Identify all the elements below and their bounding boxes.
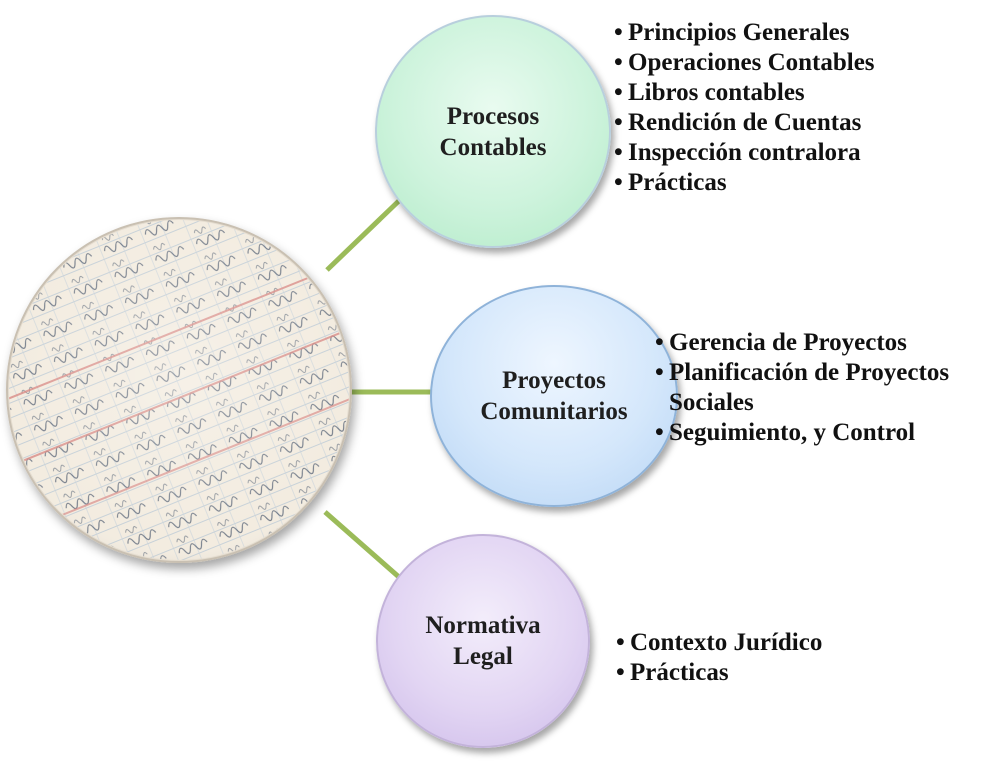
list-item: Gerencia de Proyectos	[655, 328, 949, 358]
list-item: Libros contables	[614, 78, 875, 108]
list-item: Operaciones Contables	[614, 48, 875, 78]
node-label-line1: Proyectos	[502, 367, 606, 394]
list-item: Inspección contralora	[614, 138, 875, 168]
node-procesos-contables: Procesos Contables	[375, 15, 611, 248]
list-item: Planificación de Proyectos	[655, 358, 949, 388]
node-proyectos-comunitarios: Proyectos Comunitarios	[430, 285, 678, 507]
list-item: Prácticas	[616, 658, 822, 688]
node-label-line2: Contables	[439, 133, 547, 161]
proyectos-topic-list: Gerencia de Proyectos Planificación de P…	[655, 328, 949, 448]
node-label-line1: Procesos	[446, 102, 540, 130]
procesos-topic-list: Principios Generales Operaciones Contabl…	[614, 18, 875, 198]
connector-procesos	[325, 193, 407, 272]
node-normativa-legal: Normativa Legal	[376, 534, 590, 748]
normativa-topic-list: Contexto Jurídico Prácticas	[616, 628, 822, 688]
node-label-line2: Legal	[453, 643, 513, 670]
list-item: Principios Generales	[614, 18, 875, 48]
list-item: Seguimiento, y Control	[655, 418, 949, 448]
center-ledger-image	[6, 217, 352, 563]
list-item: Prácticas	[614, 168, 875, 198]
list-item-continuation: Sociales	[669, 389, 754, 416]
node-label-line1: Normativa	[425, 612, 541, 639]
node-label-line2: Comunitarios	[480, 398, 628, 425]
list-item: Contexto Jurídico	[616, 628, 822, 658]
connector-normativa	[323, 510, 410, 587]
list-item: Rendición de Cuentas	[614, 108, 875, 138]
